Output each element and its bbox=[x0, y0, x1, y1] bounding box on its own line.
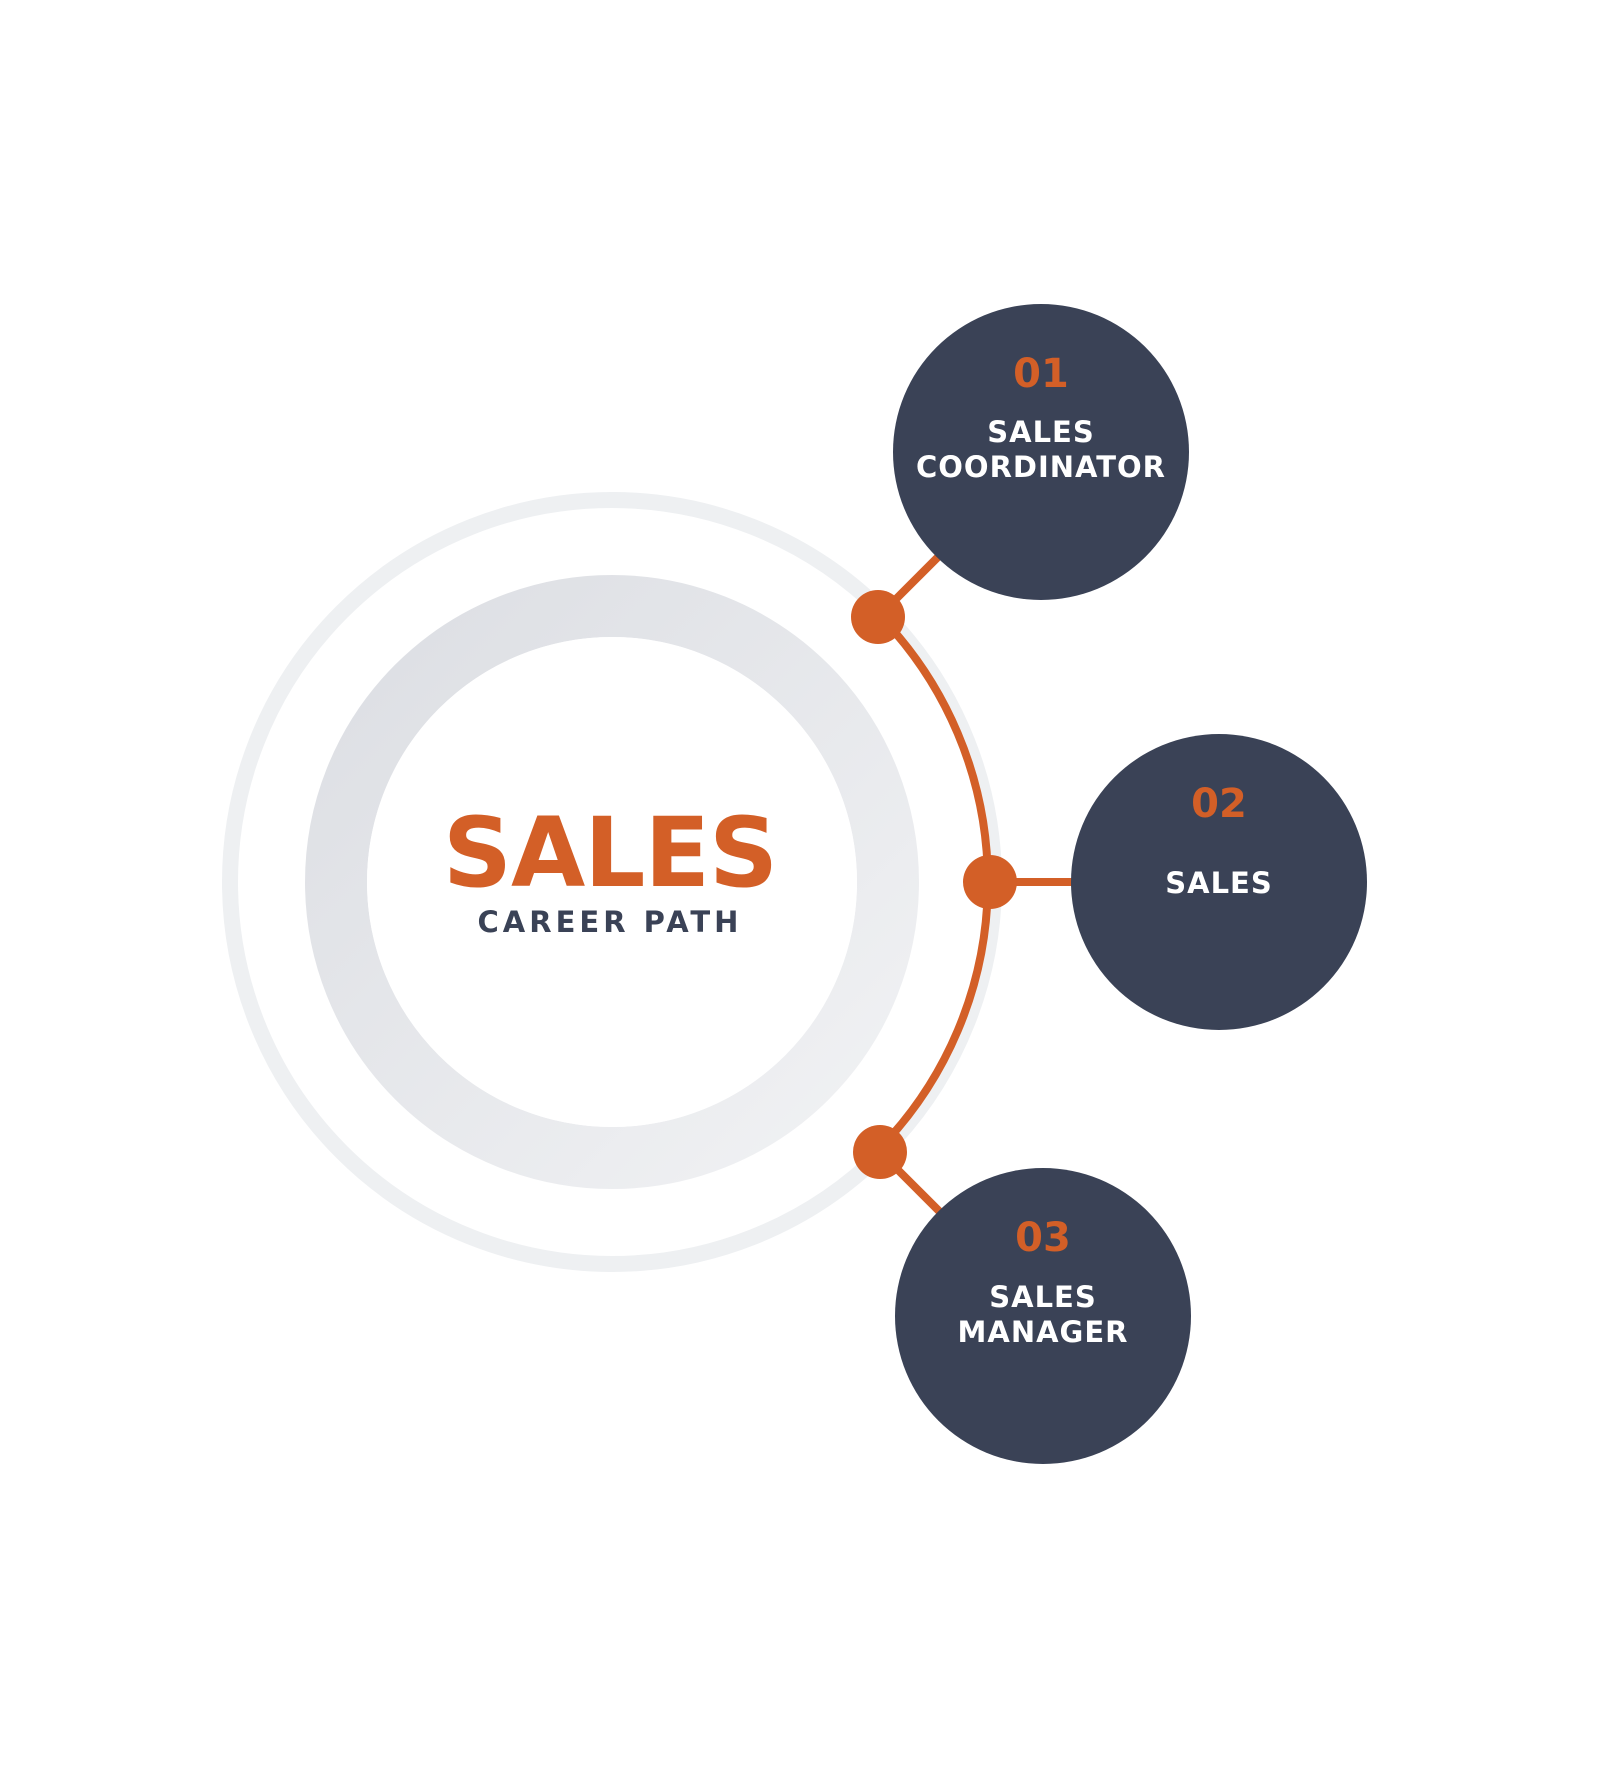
step-circle-01 bbox=[893, 304, 1189, 600]
step-number-02: 02 bbox=[1191, 781, 1247, 827]
step-label-02: SALES bbox=[1165, 866, 1273, 900]
center-subtitle: CAREER PATH bbox=[477, 905, 743, 939]
step-circle-02 bbox=[1071, 734, 1367, 1030]
step-label-03: SALES MANAGER bbox=[957, 1280, 1129, 1349]
step-number-03: 03 bbox=[1015, 1215, 1071, 1261]
connector-dot-02 bbox=[963, 855, 1017, 909]
step-label-01: SALES COORDINATOR bbox=[915, 415, 1166, 484]
center-title: SALES bbox=[442, 797, 778, 909]
inner-ring bbox=[305, 575, 919, 1189]
connector-dot-03 bbox=[853, 1125, 907, 1179]
step-circle-03 bbox=[895, 1168, 1191, 1464]
center-disc bbox=[367, 637, 857, 1127]
connector-dot-01 bbox=[851, 590, 905, 644]
step-number-01: 01 bbox=[1013, 351, 1069, 397]
